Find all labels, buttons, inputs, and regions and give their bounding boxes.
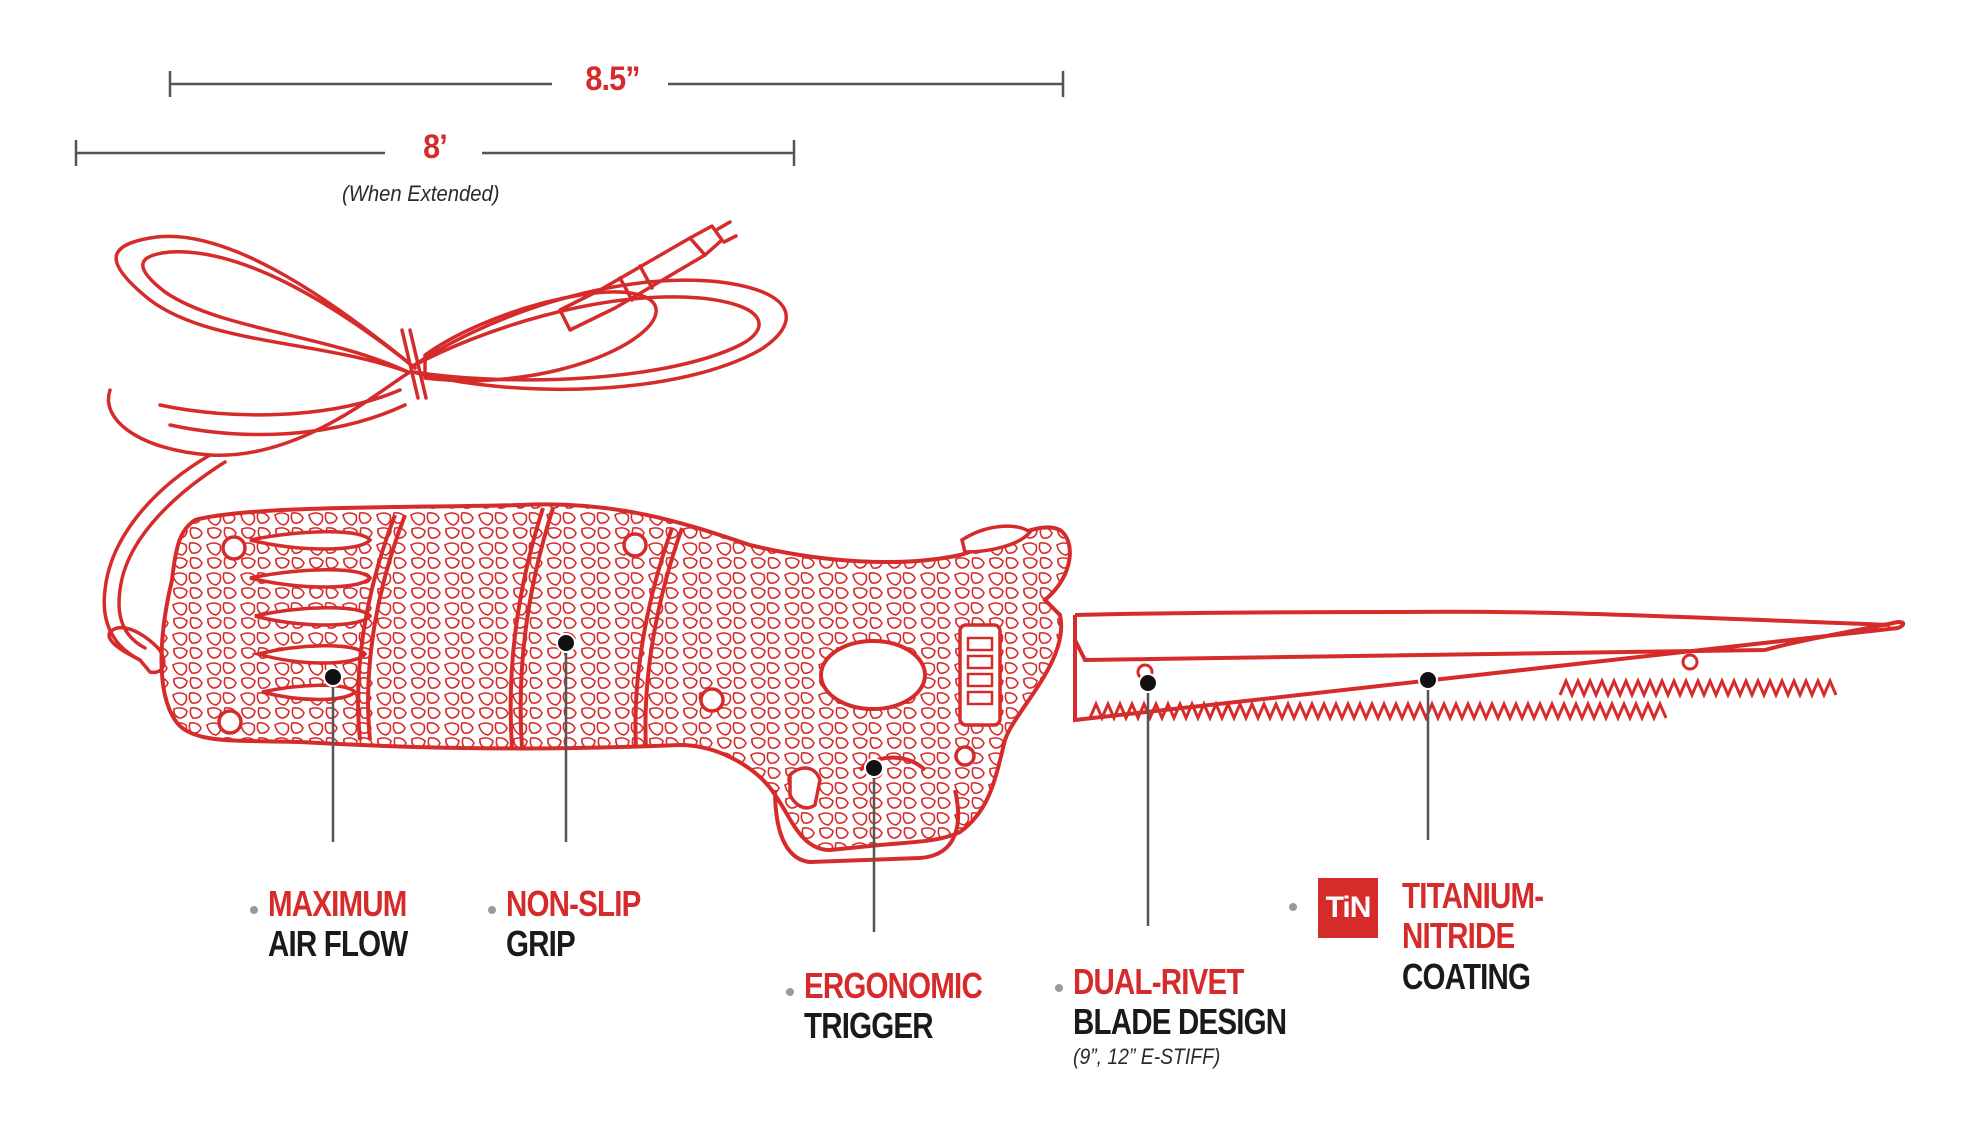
- callout-subtitle: COATING: [1402, 955, 1531, 997]
- callout-note: (9”, 12” E-STIFF): [1073, 1043, 1221, 1069]
- blade-length-dimension: [168, 71, 1065, 97]
- callout-dual-rivet-blade: DUAL-RIVET BLADE DESIGN (9”, 12” E-STIFF…: [1055, 961, 1333, 1069]
- callout-title: ERGONOMIC: [804, 965, 983, 1006]
- bullet-dot: [488, 906, 496, 914]
- callout-maximum-air-flow: MAXIMUM AIR FLOW: [250, 883, 438, 965]
- callout-non-slip-grip: NON-SLIP GRIP: [488, 883, 670, 965]
- callout-ergonomic-trigger: ERGONOMIC TRIGGER: [786, 965, 1021, 1047]
- power-cord: [102, 220, 788, 662]
- callout-leaders: [331, 643, 1430, 932]
- knife-handle: [107, 502, 1072, 865]
- callout-title-line2: NITRIDE: [1402, 915, 1515, 957]
- bullet-dot: [786, 988, 794, 996]
- callout-title: NON-SLIP: [506, 883, 641, 924]
- callout-subtitle: GRIP: [506, 923, 576, 965]
- callout-titanium-nitride-coating: TITANIUM- NITRIDE COATING: [1402, 875, 1574, 997]
- blade-length-label: 8.5”: [585, 60, 640, 98]
- callout-subtitle: TRIGGER: [804, 1005, 934, 1047]
- cord-length-dimension: [74, 140, 796, 166]
- bullet-dot: [250, 906, 258, 914]
- callout-title: MAXIMUM: [268, 883, 407, 924]
- callout-points: [323, 633, 1438, 778]
- tin-badge: TiN: [1318, 878, 1378, 938]
- cord-length-note: (When Extended): [342, 181, 500, 206]
- bullet-dot: [1289, 903, 1297, 911]
- callout-title: DUAL-RIVET: [1073, 961, 1244, 1002]
- cord-length-label: 8’: [423, 128, 448, 166]
- bullet-dot: [1055, 984, 1063, 992]
- callout-subtitle: BLADE DESIGN: [1073, 1001, 1287, 1043]
- callout-subtitle: AIR FLOW: [268, 923, 408, 965]
- callout-title-line1: TITANIUM-: [1402, 875, 1544, 916]
- knife-blade: [1073, 609, 1906, 723]
